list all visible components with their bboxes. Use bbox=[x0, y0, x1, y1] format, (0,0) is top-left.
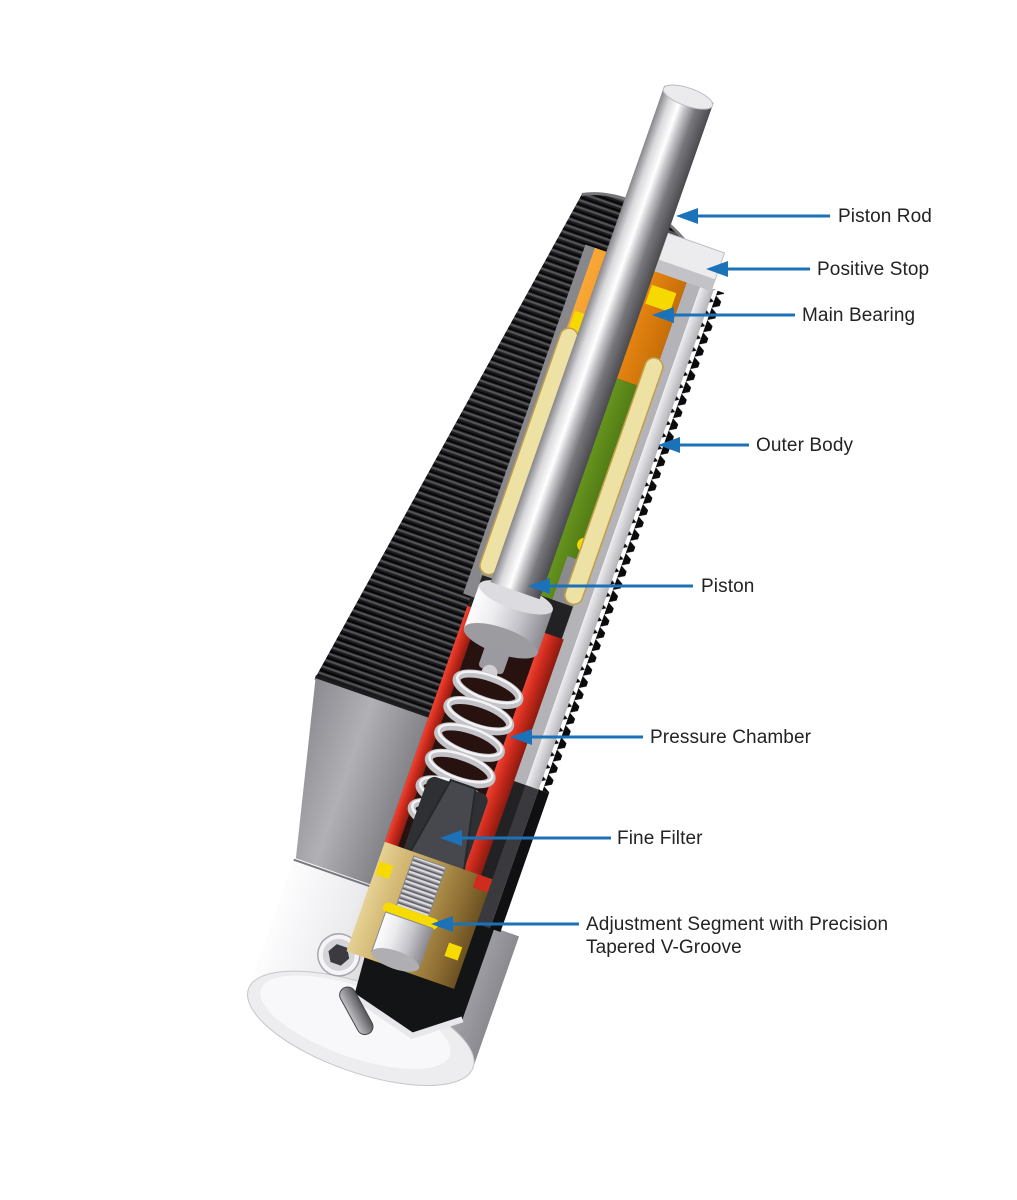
inner-sleeve-right bbox=[512, 280, 701, 786]
fine-filter-arrowhead bbox=[440, 830, 462, 846]
leader-arrowheads bbox=[431, 208, 728, 932]
pressure-chamber-arrowhead bbox=[510, 729, 532, 745]
label-fine-filter-text: Fine Filter bbox=[617, 828, 703, 849]
label-positive-stop: Positive Stop bbox=[817, 258, 929, 281]
label-piston: Piston bbox=[701, 575, 754, 598]
label-pressure-chamber-text: Pressure Chamber bbox=[650, 727, 812, 748]
leader-arrows bbox=[447, 214, 830, 926]
label-positive-stop-text: Positive Stop bbox=[817, 259, 930, 280]
main-bearing-arrowhead bbox=[652, 307, 674, 323]
label-adjustment-segment: Adjustment Segment with Precision Tapere… bbox=[586, 913, 888, 959]
metering-tubes-graphic bbox=[479, 327, 664, 606]
label-outer-body-text: Outer Body bbox=[756, 435, 854, 456]
dowel-pin bbox=[339, 986, 374, 1036]
label-pressure-chamber: Pressure Chamber bbox=[650, 726, 811, 749]
label-piston-text: Piston bbox=[701, 576, 755, 597]
label-main-bearing-text: Main Bearing bbox=[802, 305, 916, 326]
adjustment-segment-graphic bbox=[346, 841, 493, 989]
label-outer-body: Outer Body bbox=[756, 434, 853, 457]
serrated-section-edge bbox=[476, 284, 725, 933]
piston-rod-arrowhead bbox=[676, 208, 698, 224]
outer-body-arrowhead bbox=[658, 437, 680, 453]
piston-rod-graphic bbox=[490, 84, 714, 600]
positive-stop-arrowhead bbox=[706, 261, 728, 277]
label-adjustment-segment-text: Adjustment Segment with Precision Tapere… bbox=[586, 914, 889, 958]
label-main-bearing: Main Bearing bbox=[802, 304, 915, 327]
label-piston-rod: Piston Rod bbox=[838, 205, 932, 228]
label-fine-filter: Fine Filter bbox=[617, 827, 703, 850]
label-piston-rod-text: Piston Rod bbox=[838, 206, 932, 227]
piston-arrowhead bbox=[528, 578, 550, 594]
adjustment-segment-arrowhead bbox=[431, 916, 453, 932]
absorber-assembly bbox=[247, 84, 730, 1086]
